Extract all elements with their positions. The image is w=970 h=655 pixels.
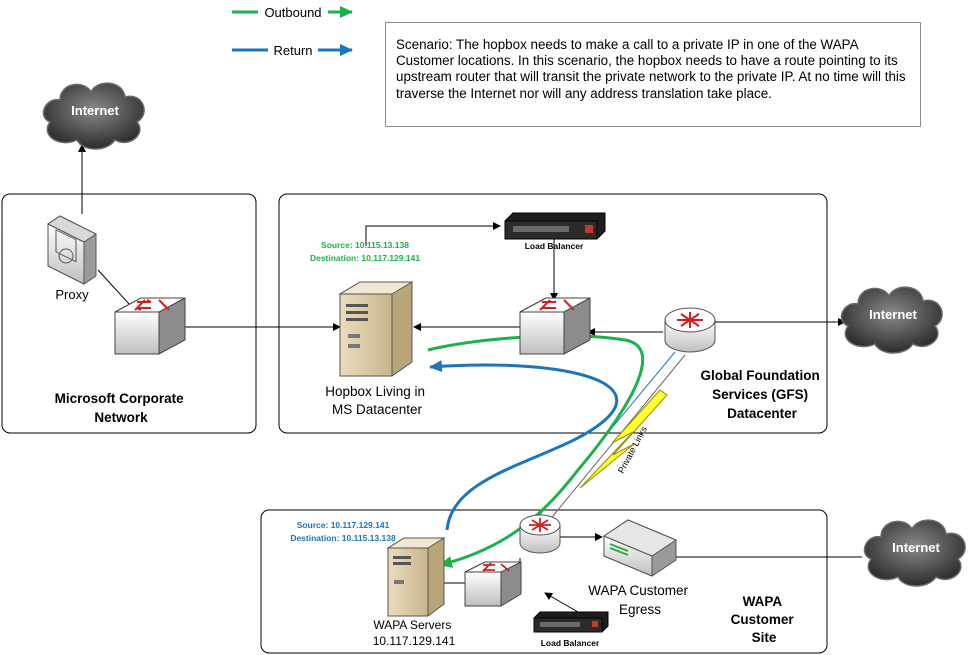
internet-cloud-label: Internet (869, 307, 917, 322)
gfs-destination-label: Destination: 10.117.129.141 (310, 253, 420, 263)
corporate-network-label: Microsoft Corporate Network (55, 391, 188, 425)
return-path (429, 360, 619, 531)
wapa-servers-label: WAPA Servers 10.117.129.141 (373, 618, 456, 648)
return-legend-label: Return (273, 43, 312, 58)
gfs-load-balancer-label: Load Balancer (525, 241, 584, 251)
wapa-server-icon (386, 537, 446, 617)
wapa-egress-label: WAPA Customer Egress (588, 583, 692, 617)
hopbox-server-icon (338, 281, 414, 377)
corporate-switch-icon (114, 297, 186, 355)
proxy-icon (47, 215, 97, 285)
wapa-switch-icon (464, 561, 522, 607)
hopbox-label: Hopbox Living in MS Datacenter (325, 384, 429, 417)
wapa-load-balancer-icon (533, 611, 609, 633)
scenario-description: Scenario: The hopbox needs to make a cal… (385, 22, 921, 127)
gfs-source-label: Source: 10.115.13.138 (321, 240, 409, 250)
gfs-datacenter-label: Global Foundation Services (GFS) Datacen… (701, 368, 824, 421)
wapa-site-label: WAPA Customer Site (731, 594, 798, 645)
wapa-egress-device-icon (602, 519, 678, 577)
internet-cloud-label: Internet (71, 103, 119, 118)
internet-cloud-label: Internet (892, 540, 940, 555)
wapa-load-balancer-label: Load Balancer (541, 638, 600, 648)
legend: Outbound Return (232, 3, 353, 59)
proxy-label: Proxy (55, 287, 89, 302)
internet-cloud-icon: Internet (840, 286, 943, 354)
internet-cloud-icon: Internet (863, 519, 966, 587)
wapa-destination-label: Destination: 10.115.13.138 (290, 533, 396, 543)
wapa-source-label: Source: 10.117.129.141 (297, 520, 390, 530)
gfs-router-icon (664, 307, 716, 353)
wapa-router-icon (519, 514, 561, 554)
load-balancer-icon (504, 212, 606, 240)
gfs-datacenter-region (278, 193, 828, 434)
lightning-bolt-icon (579, 389, 668, 489)
outbound-legend-label: Outbound (264, 5, 321, 20)
internet-cloud-icon: Internet (42, 82, 145, 150)
corporate-network-region (1, 193, 257, 434)
gfs-switch-icon (519, 297, 591, 355)
private-links: Private Links (537, 351, 686, 523)
